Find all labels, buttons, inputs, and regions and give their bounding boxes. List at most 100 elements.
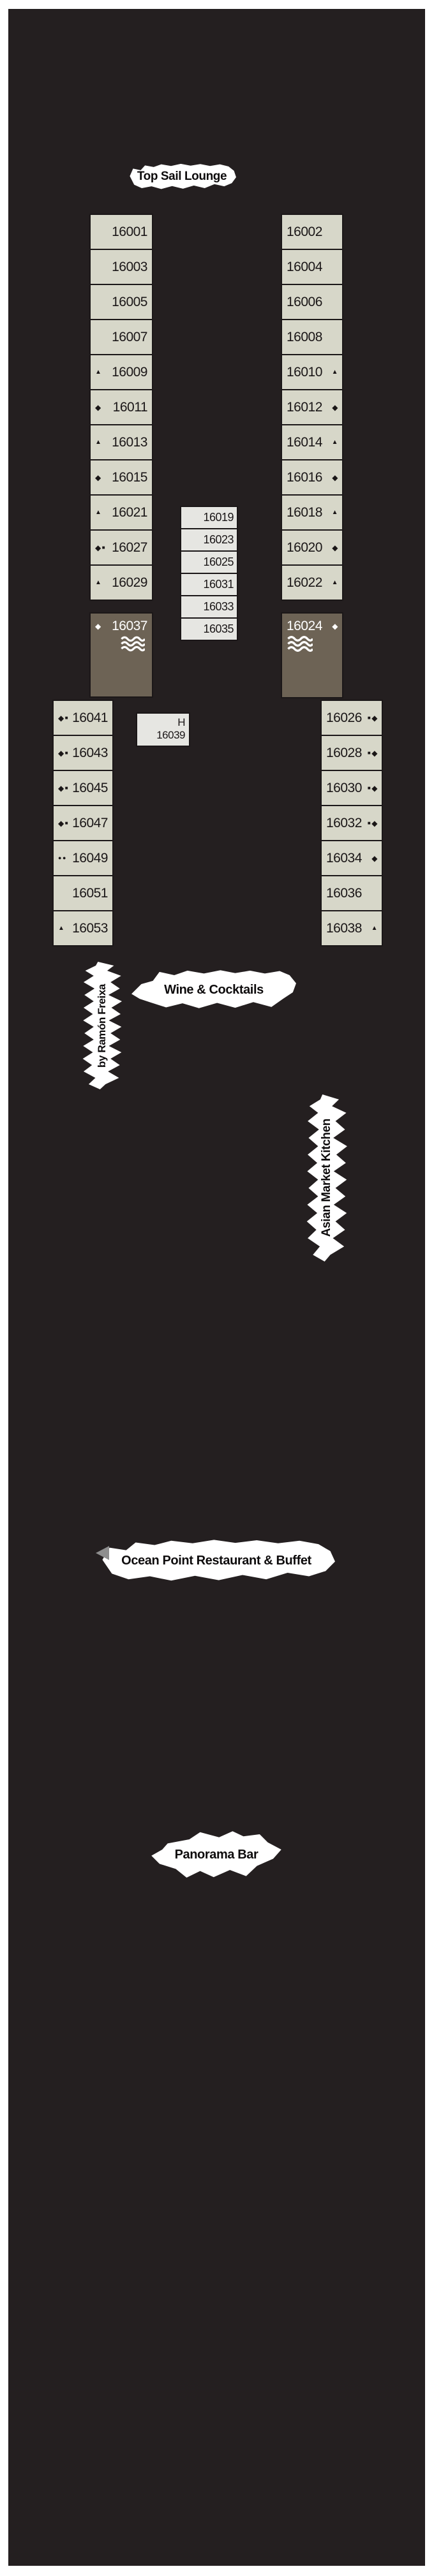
cabin-number: 16003 <box>112 259 147 274</box>
cabin-16035: 16035 <box>180 617 238 641</box>
cabin-16027: ◆■16027 <box>89 529 153 566</box>
cabin-16036: 16036 <box>320 875 383 911</box>
diamond-icon: ◆ <box>332 543 338 552</box>
diamond-icon: ◆ <box>95 622 101 631</box>
cabin-16051: 16051 <box>52 875 114 911</box>
triangle-icon: ▲ <box>371 924 378 932</box>
cabin-number: 16011 <box>112 399 148 415</box>
diamond-icon: ◆ <box>95 402 101 412</box>
cabin-feature-icons: ●● <box>58 855 66 861</box>
cabin-feature-icons: ▲ <box>95 369 101 376</box>
venue-label-wine-and-cocktails: Wine & Cocktails <box>131 970 296 1008</box>
triangle-icon: ▲ <box>58 924 64 932</box>
cabin-feature-icons: ■◆ <box>367 818 378 828</box>
cabin-feature-icons: ◆ <box>332 404 338 411</box>
diamond-icon: ◆ <box>371 783 377 793</box>
cabin-feature-icons: ◆■ <box>58 784 68 792</box>
cabin-number: 16002 <box>287 224 322 239</box>
cabin-feature-icons: ▲ <box>332 369 338 376</box>
cabin-feature-icons: ◆■ <box>58 714 68 722</box>
cabin-number: 16012 <box>287 399 322 415</box>
cabin-feature-icons: ▲ <box>58 925 64 932</box>
cabin-number: 16018 <box>287 504 322 520</box>
diamond-icon: ◆ <box>58 783 64 793</box>
cabin-number: 16049 <box>72 850 108 865</box>
cabin-feature-icons: ■◆ <box>368 783 378 793</box>
square-icon: ■ <box>101 544 105 550</box>
diamond-icon: ◆ <box>371 818 377 828</box>
cabin-number: 16019 <box>203 511 234 524</box>
cabin-feature-icons: ■◆ <box>368 748 378 758</box>
cabin-feature-icons: ◆■ <box>58 820 68 827</box>
venue-label-text: Panorama Bar <box>174 1847 258 1862</box>
cabin-16014: 16014▲ <box>281 424 343 460</box>
cabin-number: 16016 <box>287 469 322 485</box>
square-icon: ■ <box>64 820 68 826</box>
venue-label-text: Asian Market Kitchen <box>320 1119 333 1237</box>
diamond-icon: ◆ <box>95 543 101 552</box>
cabin-number: 16001 <box>112 224 147 239</box>
cabin-16031: 16031 <box>180 573 238 596</box>
triangle-icon: ▲ <box>331 368 338 376</box>
diamond-icon: ◆ <box>58 748 64 758</box>
left-arrow-icon <box>96 1546 109 1560</box>
diamond-icon: ◆ <box>95 473 101 482</box>
cabin-16012: 16012 ◆ <box>281 389 343 425</box>
accessible-label: H <box>177 716 185 728</box>
cabin-number: 16047 <box>72 815 108 830</box>
cabin-16034: 16034◆ <box>320 840 383 876</box>
cabin-16013: ▲16013 <box>89 424 153 460</box>
cabin-number: 16023 <box>203 533 234 546</box>
cabin-feature-icons: ◆ <box>332 544 338 552</box>
triangle-icon: ▲ <box>95 508 101 516</box>
cabin-number: 16036 <box>326 885 362 901</box>
cabin-16006: 16006 <box>281 284 343 320</box>
cabin-feature-icons: ◆ <box>95 404 101 411</box>
waves-icon <box>95 635 147 652</box>
diamond-icon: ◆ <box>332 402 338 412</box>
cabin-16045: ◆■ 16045 <box>52 770 114 806</box>
diamond-icon: ◆ <box>371 748 377 758</box>
cabin-feature-icons: ▲ <box>332 439 338 446</box>
venue-label-text: Ocean Point Restaurant & Buffet <box>121 1553 311 1568</box>
waves-icon <box>287 635 338 652</box>
cabin-feature-icons: ▲ <box>371 924 378 932</box>
cabin-number: 16009 <box>112 364 147 379</box>
cabin-number: 16028 <box>326 745 362 760</box>
cabin-number: 16010 <box>287 364 322 379</box>
cabin-number: 16021 <box>112 504 147 520</box>
cabin-number: 16045 <box>72 780 108 795</box>
cabin-number: 16007 <box>112 329 147 344</box>
cabin-16021: ▲ 16021 <box>89 494 153 531</box>
suite-number-row: 16024 ◆ <box>287 619 338 634</box>
cabin-16043: ◆■16043 <box>52 735 114 771</box>
cabin-number: 16025 <box>203 556 234 568</box>
suite-number-row: ◆ 16037 <box>95 619 147 634</box>
ship-hull <box>8 9 425 2566</box>
cabin-feature-icons: ◆■ <box>58 749 68 757</box>
cabin-16053: ▲ 16053 <box>52 910 114 946</box>
cabin-number: 16053 <box>72 920 108 936</box>
venue-label-text: Top Sail Lounge <box>137 170 227 183</box>
cabin-16019: 16019 <box>180 506 238 529</box>
cabin-number: 16034 <box>326 850 362 865</box>
cabin-number: 16015 <box>112 469 147 485</box>
triangle-icon: ▲ <box>95 578 101 586</box>
triangle-icon: ▲ <box>331 578 338 586</box>
cabin-number: 16022 <box>287 575 322 590</box>
venue-label-top-sail-lounge: Top Sail Lounge <box>130 163 236 189</box>
cabin-16004: 16004 <box>281 249 343 285</box>
cabin-16038: 16038▲ <box>320 910 383 946</box>
triangle-icon: ▲ <box>331 438 338 446</box>
cabin-feature-icons: ◆ <box>332 474 338 482</box>
cabin-16016: 16016 ◆ <box>281 459 343 496</box>
cabin-feature-icons: ▲ <box>95 439 101 446</box>
cabin-feature-icons: ▲ <box>95 578 101 586</box>
venue-label-ocean-point-restaurant: Ocean Point Restaurant & Buffet <box>102 1540 335 1581</box>
cabin-number: 16026 <box>326 710 362 725</box>
cabin-number: 16031 <box>203 578 234 591</box>
square-icon: ■ <box>367 820 371 826</box>
